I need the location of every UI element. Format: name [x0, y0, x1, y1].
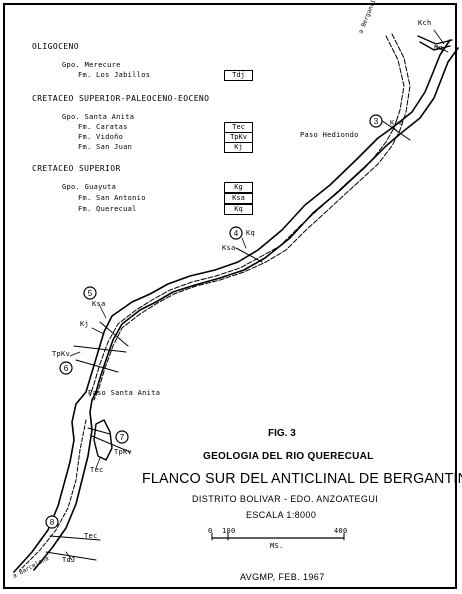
map-label-paso-santa-anita: Paso Santa Anita	[88, 389, 161, 397]
map-subtitle: GEOLOGIA DEL RIO QUERECUAL	[203, 451, 374, 462]
map-label-ksa-4: Ksa	[222, 244, 236, 252]
map-credit: AVGMP, FEB. 1967	[240, 572, 325, 582]
map-label-kch: Kch	[418, 19, 432, 27]
legend-item-name: Fm. San Antonio	[78, 194, 146, 202]
legend-code-box: Kj	[224, 142, 253, 153]
map-label-tpkv-6: TpKv	[52, 350, 71, 358]
legend-code-box: Kq	[224, 204, 253, 215]
river-bank-east	[33, 47, 459, 571]
legend-item-name: Gpo. Guayuta	[62, 183, 117, 191]
map-label-tec-7: Tec	[90, 466, 104, 474]
leader-kj	[91, 327, 105, 335]
traverse-3	[377, 117, 411, 141]
road-line-a	[89, 35, 405, 397]
legend-code-box: Ksa	[224, 193, 253, 204]
scale-bar-label-0: 0	[208, 527, 213, 535]
traverse-8a	[49, 535, 101, 541]
map-label-ksa-3: Ksa	[390, 119, 404, 127]
map-label-kj: Kj	[80, 320, 90, 328]
road-south	[19, 419, 87, 571]
traverse-6a	[73, 345, 127, 353]
leader-nq	[435, 45, 449, 53]
traverse-7b	[87, 427, 111, 435]
tributary	[417, 35, 453, 45]
leader-ksa3	[391, 125, 399, 133]
station-6-number: 6	[64, 364, 69, 373]
river-bank-west	[13, 39, 451, 573]
station-3-marker	[369, 114, 383, 128]
legend-item-name: Fm. Caratas	[78, 123, 128, 131]
station-7-marker	[115, 430, 129, 444]
legend-item-name: Fm. San Juan	[78, 143, 133, 151]
station-5-marker	[83, 286, 97, 300]
station-3-number: 3	[374, 117, 379, 126]
station-4-number: 4	[234, 229, 239, 238]
leader-tdj	[65, 551, 73, 561]
scale-bar-unit: MS.	[270, 542, 284, 550]
leader-tec7	[95, 457, 101, 469]
legend-item-name: Fm. Vidoño	[78, 133, 124, 141]
tributary-2	[419, 41, 451, 51]
legend-item-name: Gpo. Santa Anita	[62, 113, 135, 121]
leader-tpkv6	[69, 351, 81, 357]
traverse-6b	[75, 359, 119, 373]
station-7-number: 7	[120, 433, 125, 442]
legend-code-box: Tdj	[224, 70, 253, 81]
road-label-bergantin: a Bergantín	[357, 0, 379, 35]
leader-ksa5	[99, 305, 107, 319]
map-scale-text: ESCALA 1:8000	[246, 510, 317, 520]
legend-section-title: CRETACEO SUPERIOR-PALEOCENO-EOCENO	[32, 94, 210, 103]
figure-number: FIG. 3	[268, 428, 296, 439]
map-label-kq-4: Kq	[246, 229, 256, 237]
traverse-4	[235, 247, 263, 263]
station-6-marker	[59, 361, 73, 375]
traverse-8b	[45, 551, 97, 561]
legend-section-title: OLIGOCENO	[32, 42, 79, 51]
road-line-b	[93, 33, 411, 401]
leader-kq4	[241, 237, 247, 249]
map-label-paso-hediondo: Paso Hediondo	[300, 131, 359, 139]
river-island	[93, 419, 113, 461]
station-8-marker	[45, 515, 59, 529]
map-title: FLANCO SUR DEL ANTICLINAL DE BERGANTIN	[142, 470, 462, 487]
legend-code-box: Kg	[224, 182, 253, 193]
station-5-number: 5	[88, 289, 93, 298]
traverse-5	[99, 321, 129, 347]
scale-bar-label-100: 100	[222, 527, 236, 535]
map-label-tec-8: Tec	[84, 532, 98, 540]
station-4-marker	[229, 226, 243, 240]
station-8-number: 8	[50, 518, 55, 527]
legend-item-name: Fm. Querecual	[78, 205, 137, 213]
legend-item-name: Fm. Los Jabillos	[78, 71, 151, 79]
map-label-tpkv-7: TpKv	[114, 448, 133, 456]
traverse-7a	[91, 435, 131, 453]
map-label-tdj: TdJ	[62, 556, 76, 564]
scale-bar-label-400: 400	[334, 527, 348, 535]
map-label-ksa-5: Ksa	[92, 300, 106, 308]
map-label-nq: Nq	[434, 44, 444, 52]
leader-kch	[433, 29, 445, 45]
map-district: DISTRITO BOLIVAR - EDO. ANZOATEGUI	[192, 494, 379, 504]
legend-item-name: Gpo. Merecure	[62, 61, 121, 69]
legend-section-title: CRETACEO SUPERIOR	[32, 164, 121, 173]
